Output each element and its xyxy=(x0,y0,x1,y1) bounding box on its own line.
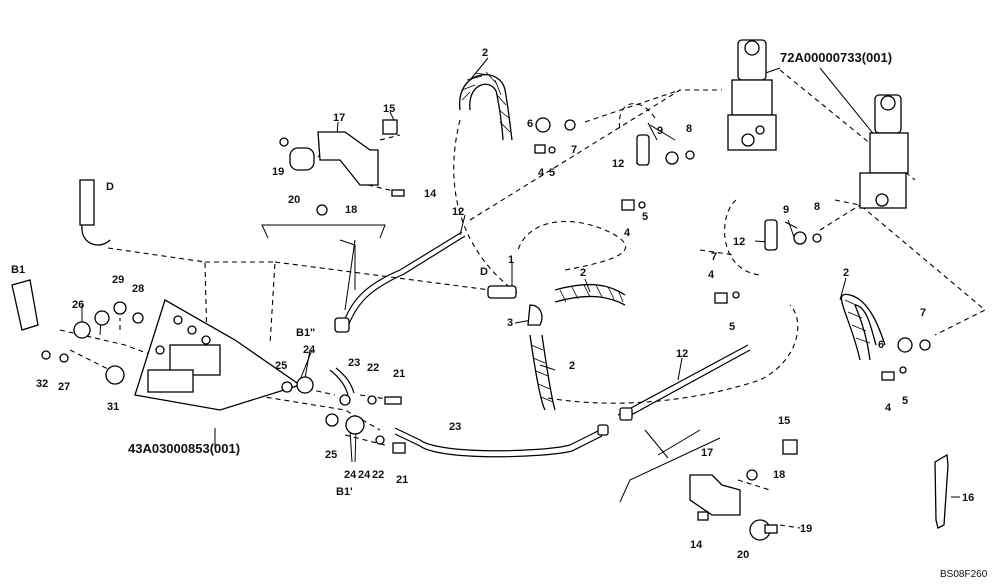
callout-9: 9 xyxy=(657,125,663,137)
callout-32: 32 xyxy=(36,378,48,390)
callout-19: 19 xyxy=(800,523,812,535)
callout-15: 15 xyxy=(778,415,790,427)
callout-5: 5 xyxy=(549,167,555,179)
callout-2: 2 xyxy=(569,360,575,372)
callout-7: 7 xyxy=(711,251,717,263)
callout-12: 12 xyxy=(733,236,745,248)
drawing-code: BS08F260 xyxy=(940,569,988,580)
callout-7: 7 xyxy=(920,307,926,319)
callout-5: 5 xyxy=(642,211,648,223)
cylinder-right xyxy=(859,94,909,209)
fittings xyxy=(11,117,949,541)
callout-26: 26 xyxy=(72,299,84,311)
callout-15: 15 xyxy=(383,103,395,115)
callout-1: 1 xyxy=(508,254,514,266)
callout-28: 28 xyxy=(132,283,144,295)
port-label-d-mid: D xyxy=(480,266,488,278)
callout-31: 31 xyxy=(107,401,119,413)
callout-24: 24 xyxy=(344,469,357,481)
port-label-b1-prime: B1' xyxy=(336,486,353,498)
assembly-ref-valve-block: 43A03000853(001) xyxy=(128,441,240,456)
callout-7: 7 xyxy=(571,144,577,156)
dashed-connections xyxy=(59,69,986,529)
callout-17: 17 xyxy=(701,447,713,459)
callout-24: 24 xyxy=(303,344,316,356)
callout-18: 18 xyxy=(345,204,357,216)
callout-2: 2 xyxy=(580,267,586,279)
callout-23: 23 xyxy=(449,421,461,433)
callout-21: 21 xyxy=(393,368,405,380)
callout-5: 5 xyxy=(729,321,735,333)
callout-20: 20 xyxy=(737,549,749,561)
valve-block xyxy=(134,299,302,411)
callout-6: 6 xyxy=(878,339,884,351)
callout-17: 17 xyxy=(333,112,345,124)
braided-hoses xyxy=(459,71,886,411)
callout-4: 4 xyxy=(708,269,715,281)
callout-18: 18 xyxy=(773,469,785,481)
callout-22: 22 xyxy=(367,362,379,374)
pipes xyxy=(329,231,751,458)
port-label-d-top: D xyxy=(106,181,114,193)
callout-20: 20 xyxy=(288,194,300,206)
callout-2: 2 xyxy=(482,47,488,59)
callout-14: 14 xyxy=(690,539,703,551)
callout-22: 22 xyxy=(372,469,384,481)
callout-12: 12 xyxy=(612,158,624,170)
callout-4: 4 xyxy=(624,227,631,239)
callout-5: 5 xyxy=(902,395,908,407)
callout-8: 8 xyxy=(814,201,820,213)
callout-12: 12 xyxy=(676,348,688,360)
port-label-b1-double-prime: B1" xyxy=(296,327,315,339)
labels: 2222667774444555599881212121215151717191… xyxy=(36,47,974,561)
assembly-ref-cylinder: 72A00000733(001) xyxy=(780,50,892,65)
callout-4: 4 xyxy=(885,402,892,414)
leader-lines xyxy=(81,57,960,503)
callout-12: 12 xyxy=(452,206,464,218)
callout-25: 25 xyxy=(275,360,287,372)
callout-14: 14 xyxy=(424,188,437,200)
callout-29: 29 xyxy=(112,274,124,286)
callout-19: 19 xyxy=(272,166,284,178)
callout-4: 4 xyxy=(538,167,545,179)
callout-2: 2 xyxy=(843,267,849,279)
port-label-b1-left: B1 xyxy=(11,264,25,276)
callout-6: 6 xyxy=(527,118,533,130)
callout-25: 25 xyxy=(325,449,337,461)
callout-3: 3 xyxy=(507,317,513,329)
callout-23: 23 xyxy=(348,357,360,369)
callout-8: 8 xyxy=(686,123,692,135)
callout-16: 16 xyxy=(962,492,974,504)
callout-9: 9 xyxy=(783,204,789,216)
cylinder-left xyxy=(727,39,777,151)
callout-24: 24 xyxy=(358,469,371,481)
callout-21: 21 xyxy=(396,474,408,486)
callout-27: 27 xyxy=(58,381,70,393)
